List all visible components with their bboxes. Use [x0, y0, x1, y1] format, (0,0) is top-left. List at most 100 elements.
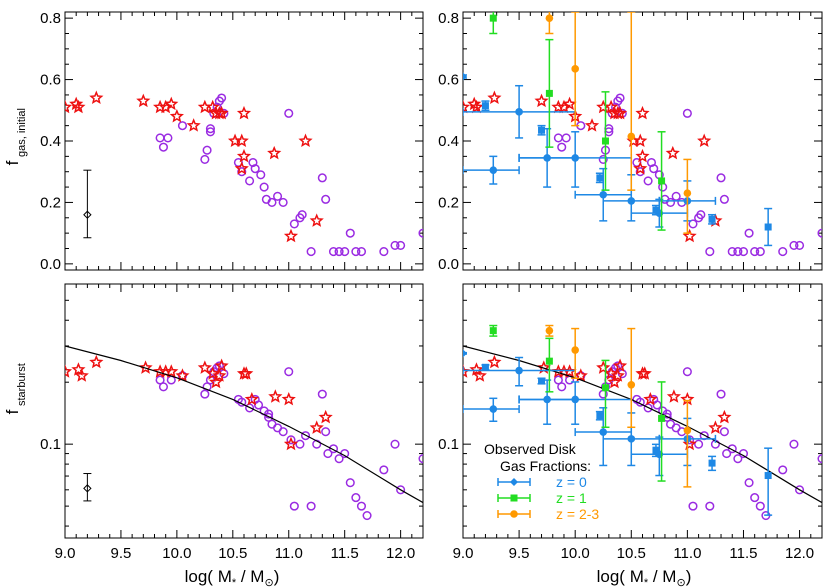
simulation-star-point: [71, 362, 86, 376]
simulation-circle-point: [163, 133, 173, 143]
simulation-circle-point: [789, 439, 799, 449]
simulation-circle-point: [795, 485, 805, 495]
simulation-circle-point: [418, 228, 423, 238]
simulation-circle-point: [682, 108, 692, 118]
simulation-star-point: [214, 358, 229, 372]
simulation-circle-point: [177, 121, 188, 131]
simulation-circle-point: [694, 439, 704, 449]
observed-square-point: [708, 459, 716, 467]
simulation-circle-point: [727, 444, 737, 454]
observed-circle-point: [627, 197, 636, 205]
y-tick-label: 0.1: [438, 436, 459, 453]
simulation-circle-point: [317, 389, 327, 399]
simulation-star-point: [236, 148, 252, 163]
simulation-circle-point: [351, 247, 361, 257]
observed-circle-point: [545, 326, 554, 335]
observed-circle-point: [489, 405, 498, 413]
x-tick-label: 11.5: [331, 545, 359, 562]
x-tick-label: 12.0: [386, 545, 415, 562]
x-label-left-b: / M: [236, 567, 264, 586]
x-label-left-c: ): [274, 567, 280, 586]
observed-square-point: [545, 357, 553, 365]
legend-entry-label: z = 2-3: [556, 506, 599, 522]
y-tick-label: 0.0: [438, 256, 459, 273]
simulation-circle-point: [396, 240, 406, 250]
panel-top-left: 0.00.20.40.60.8: [40, 10, 424, 273]
simulation-circle-point: [750, 247, 760, 257]
simulation-circle-point: [716, 173, 726, 183]
simulation-circle-point: [719, 427, 729, 437]
simulation-circle-point: [665, 197, 676, 207]
legend-title-line1: Observed Disk: [484, 441, 577, 457]
simulation-star-point: [604, 366, 619, 380]
simulation-circle-point: [561, 133, 571, 143]
legend-diamond-marker: [510, 478, 518, 486]
simulation-circle-point: [755, 247, 765, 257]
x-tick-label: 9.0: [55, 545, 76, 562]
simulation-star-point: [607, 374, 622, 389]
simulation-circle-point: [356, 247, 367, 257]
fit-curve: [463, 345, 822, 504]
observed-circle-point: [571, 346, 579, 354]
simulation-star-point: [175, 368, 190, 382]
simulation-star-point: [573, 368, 588, 382]
simulation-circle-point: [200, 154, 210, 164]
simulation-star-point: [214, 105, 229, 120]
simulation-circle-point: [362, 510, 372, 521]
simulation-circle-point: [705, 247, 715, 257]
simulation-circle-point: [750, 493, 760, 503]
simulation-star-point: [487, 90, 502, 105]
simulation-circle-point: [716, 389, 726, 399]
simulation-star-point: [212, 368, 227, 382]
simulation-star-point: [472, 368, 487, 382]
observed-square-point: [481, 363, 489, 371]
simulation-star-point: [89, 354, 104, 369]
x-tick-label: 10.5: [617, 545, 646, 562]
simulation-star-point: [208, 374, 224, 389]
simulation-circle-point: [253, 400, 264, 410]
simulation-circle-point: [755, 501, 765, 511]
observed-circle-point: [489, 166, 498, 174]
simulation-circle-point: [553, 133, 563, 143]
simulation-star-point: [268, 389, 283, 403]
simulation-star-point: [236, 105, 252, 120]
observed-square-point: [596, 174, 604, 182]
simulation-circle-point: [286, 435, 296, 445]
simulation-circle-point: [817, 454, 822, 464]
simulation-circle-point: [396, 485, 406, 495]
simulation-circle-point: [662, 409, 672, 419]
simulation-circle-point: [284, 367, 294, 377]
simulation-star-point: [610, 368, 625, 382]
simulation-circle-point: [328, 444, 339, 454]
simulation-star-point: [309, 213, 324, 227]
observed-square-point: [658, 414, 666, 422]
observed-square-point: [596, 412, 604, 420]
y-label-bottom-sub: starburst: [16, 363, 28, 406]
simulation-circle-point: [278, 427, 288, 437]
typical-error-diamond: [83, 484, 92, 493]
simulation-circle-point: [688, 501, 698, 511]
simulation-circle-point: [345, 228, 355, 238]
simulation-circle-point: [722, 449, 732, 459]
observed-square-point: [538, 126, 546, 134]
simulation-circle-point: [649, 164, 659, 174]
simulation-star-point: [164, 364, 179, 378]
simulation-star-point: [682, 436, 697, 451]
simulation-star-point: [612, 358, 628, 372]
simulation-star-point: [637, 366, 652, 380]
x-label-right-sun: ⊙: [676, 577, 685, 588]
simulation-star-point: [158, 99, 173, 114]
simulation-star-point: [717, 409, 732, 424]
y-tick-label: 0.2: [438, 194, 459, 211]
simulation-circle-point: [158, 382, 168, 392]
x-label-right-sub: *: [644, 577, 649, 588]
simulation-star-point: [556, 99, 572, 114]
y-label-top-sub: gas, initial: [16, 108, 28, 157]
simulation-circle-point: [264, 412, 274, 422]
simulation-star-point: [239, 366, 254, 380]
x-label-right-a: log( M: [597, 567, 644, 586]
x-tick-label: 11.0: [673, 545, 701, 562]
observed-square-point: [652, 446, 660, 454]
x-tick-label: 11.0: [275, 545, 303, 562]
simulation-circle-point: [297, 210, 307, 220]
